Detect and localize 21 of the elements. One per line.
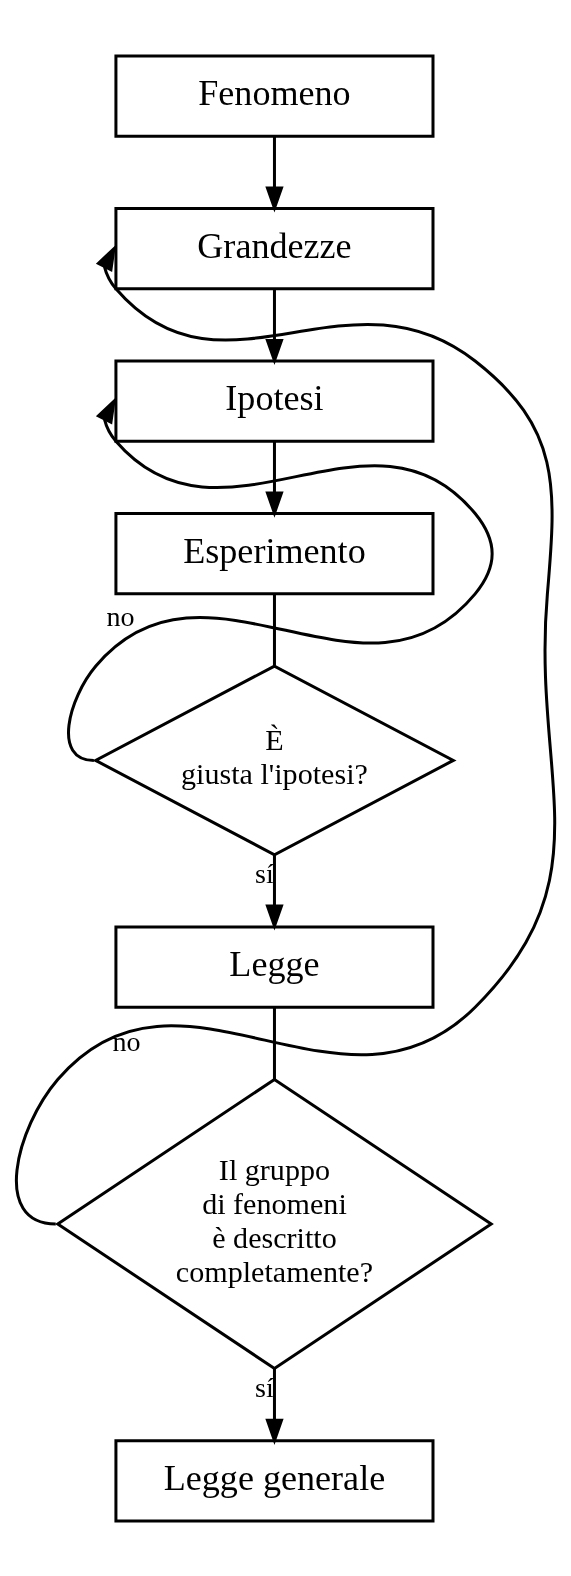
edge-label: sí	[255, 1371, 274, 1403]
connector	[272, 1007, 276, 1079]
node-diamond: Il gruppo di fenomeni è descritto completamente?	[55, 1077, 494, 1370]
node-box: Ipotesi	[114, 359, 435, 443]
arrow	[265, 854, 284, 931]
arrow	[265, 135, 284, 213]
arrow	[265, 1368, 284, 1445]
connector	[272, 594, 276, 666]
arrow	[67, 396, 494, 762]
edge-label: sí	[255, 857, 274, 889]
node-box: Grandezze	[114, 206, 435, 290]
node-diamond: È giusta l'ipotesi?	[92, 663, 457, 856]
arrow	[265, 440, 284, 518]
arrow	[15, 244, 557, 1225]
node-box: Fenomeno	[114, 54, 435, 138]
node-box: Legge	[114, 924, 435, 1009]
node-box: Esperimento	[114, 511, 435, 595]
edge-label: no	[112, 1025, 141, 1057]
edge-label: no	[106, 600, 135, 632]
arrow	[265, 288, 284, 365]
node-box: Legge generale	[114, 1438, 435, 1522]
